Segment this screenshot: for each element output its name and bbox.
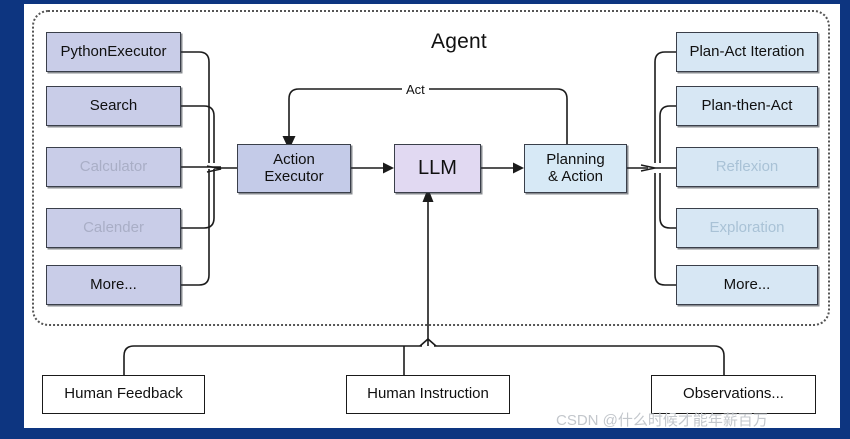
input-label: Human Instruction: [367, 385, 489, 403]
tool-box-pythonexecutor[interactable]: PythonExecutor: [46, 32, 181, 72]
input-box-observations[interactable]: Observations...: [651, 375, 816, 414]
core-box-planning-action[interactable]: Planning & Action: [524, 144, 627, 193]
strategy-box-exploration[interactable]: Exploration: [676, 208, 818, 248]
agent-title: Agent: [431, 30, 487, 53]
planning-line2: & Action: [547, 167, 604, 185]
action-executor-line1: Action: [273, 150, 315, 168]
tool-box-more-tools[interactable]: More...: [46, 265, 181, 305]
csdn-watermark: CSDN @什么时候才能年薪百万: [556, 412, 768, 429]
tool-label: Calculator: [79, 157, 148, 175]
input-box-human-instruction[interactable]: Human Instruction: [346, 375, 510, 414]
input-label: Human Feedback: [64, 385, 183, 403]
llm-label: LLM: [418, 157, 457, 180]
strategy-label: More...: [723, 275, 771, 293]
tool-label: More...: [90, 275, 137, 293]
core-box-llm[interactable]: LLM: [394, 144, 481, 193]
tool-label: PythonExecutor: [60, 42, 167, 60]
diagram-canvas: Agent: [24, 4, 840, 428]
tool-box-search[interactable]: Search: [46, 86, 181, 126]
tool-box-calender[interactable]: Calender: [46, 208, 181, 248]
strategy-box-plan-then-act[interactable]: Plan-then-Act: [676, 86, 818, 126]
tool-label: Calender: [83, 218, 144, 236]
strategy-box-reflexion[interactable]: Reflexion: [676, 147, 818, 187]
strategy-label: Plan-Act Iteration: [689, 42, 805, 60]
core-box-action-executor[interactable]: Action Executor: [237, 144, 351, 193]
input-box-human-feedback[interactable]: Human Feedback: [42, 375, 205, 414]
strategy-label: Plan-then-Act: [701, 96, 793, 114]
strategy-label: Reflexion: [715, 157, 779, 175]
strategy-box-plan-act-iteration[interactable]: Plan-Act Iteration: [676, 32, 818, 72]
input-label: Observations...: [683, 385, 784, 403]
feedback-edge-label: Act: [402, 82, 429, 97]
tool-box-calculator[interactable]: Calculator: [46, 147, 181, 187]
tool-label: Search: [89, 96, 138, 114]
strategy-label: Exploration: [709, 218, 785, 236]
planning-line1: Planning: [546, 150, 605, 168]
action-executor-line2: Executor: [264, 167, 324, 185]
agent-boundary-dotted: [32, 10, 830, 326]
strategy-box-more-strategies[interactable]: More...: [676, 265, 818, 305]
